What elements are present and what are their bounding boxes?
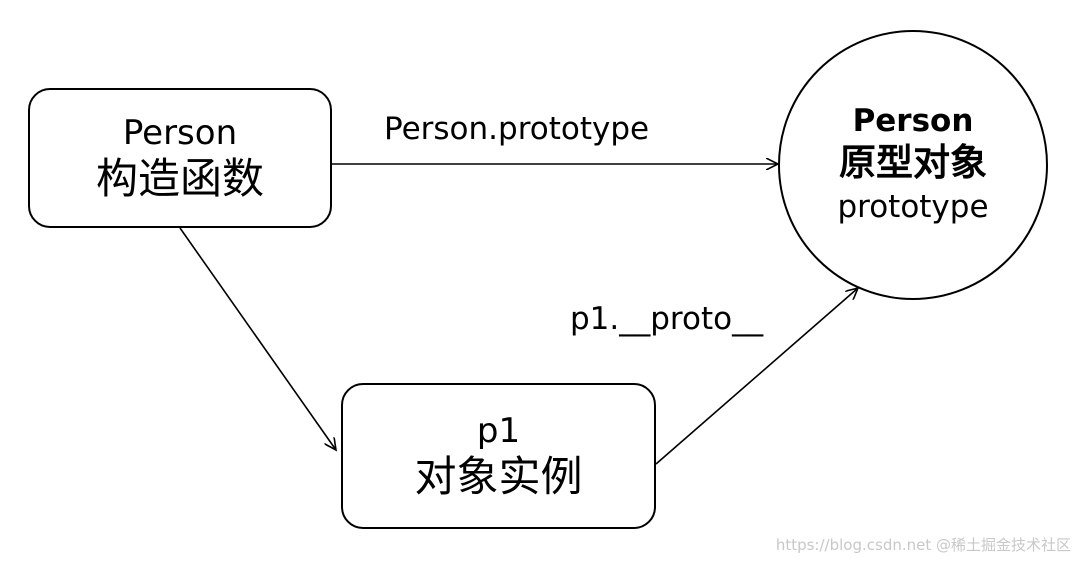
edge-label-p1-proto: p1.__proto__ [570, 301, 764, 337]
watermark: https://blog.csdn.net @稀土掘金技术社区 [775, 536, 1071, 554]
edge-label-person-prototype: Person.prototype [384, 111, 650, 147]
arrow-constructor-to-instance [179, 227, 336, 450]
instance-name: p1 [476, 411, 521, 451]
prototype-label: 原型对象 [839, 141, 987, 184]
constructor-label: 构造函数 [95, 154, 264, 203]
prototype-owner: Person [852, 103, 974, 139]
instance-node: p1 对象实例 [341, 383, 656, 529]
instance-label: 对象实例 [414, 452, 583, 501]
constructor-name: Person [122, 113, 238, 153]
prototype-node: Person 原型对象 prototype [778, 30, 1048, 300]
prototype-keyword: prototype [837, 189, 989, 225]
constructor-node: Person 构造函数 [28, 88, 332, 228]
arrow-instance-to-prototype [655, 288, 858, 465]
